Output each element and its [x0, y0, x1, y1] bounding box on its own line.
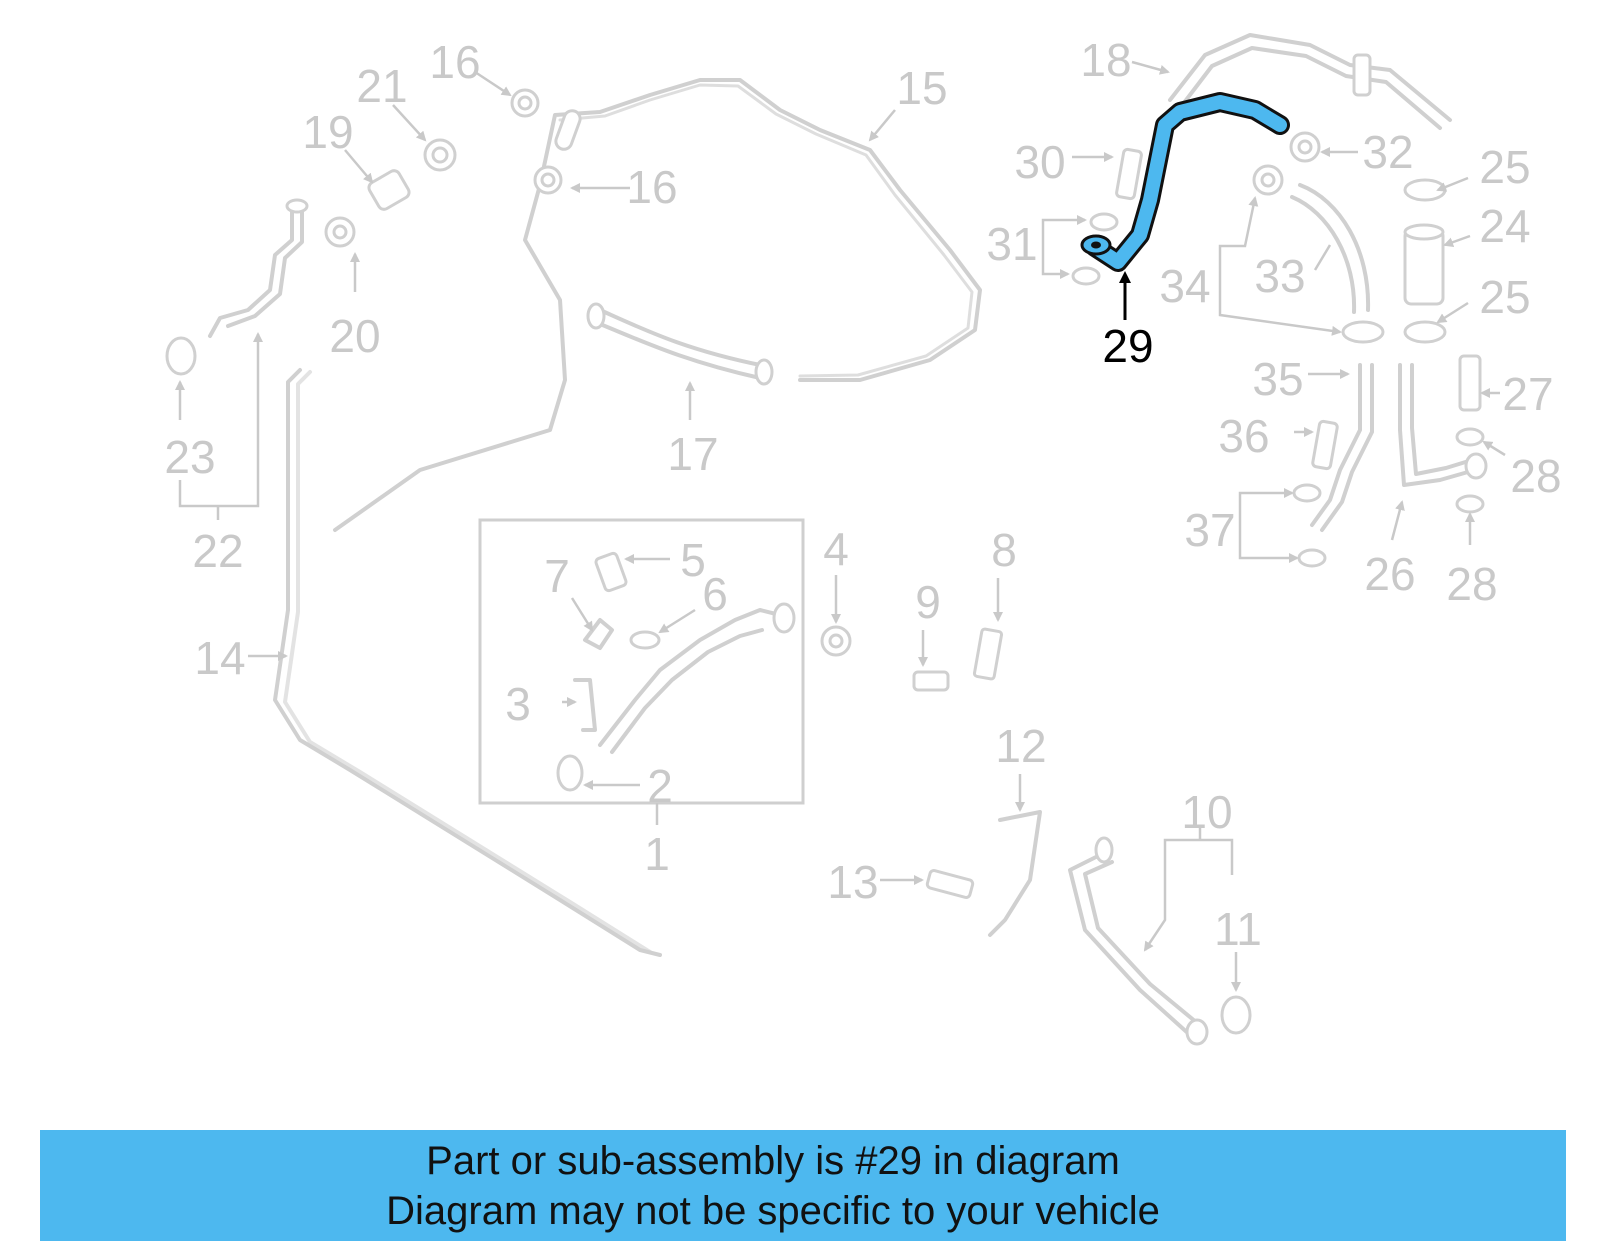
callout-2: 2	[647, 760, 673, 812]
callout-10: 10	[1181, 786, 1232, 838]
callout-21: 21	[356, 60, 407, 112]
callout-24: 24	[1479, 200, 1530, 252]
part-29-hose	[1080, 92, 1290, 272]
callout-8: 8	[991, 524, 1017, 576]
part-27-bolt	[1458, 354, 1482, 412]
callout-22: 22	[192, 525, 243, 577]
part-21-clamp	[423, 138, 457, 172]
callout-15: 15	[896, 62, 947, 114]
callout-37: 37	[1184, 504, 1235, 556]
part-22-fitting	[208, 206, 294, 338]
part-14-pipe	[273, 368, 662, 957]
leader-lines	[175, 60, 1506, 992]
callout-12: 12	[995, 720, 1046, 772]
callout-6: 6	[702, 568, 728, 620]
part-28-washer-a	[1455, 427, 1485, 447]
part-5-sensor	[594, 551, 628, 593]
part-32-clamp	[1289, 131, 1321, 163]
part-34-clamp	[1252, 164, 1284, 196]
callout-20: 20	[329, 310, 380, 362]
part-36-bolt	[1311, 419, 1339, 471]
part-12-bracket	[988, 810, 1042, 937]
callout-26: 26	[1364, 548, 1415, 600]
part-7-clip	[583, 618, 614, 650]
part-23-oring	[165, 336, 197, 376]
callout-17: 17	[667, 428, 718, 480]
part-26-pipe	[1398, 363, 1477, 487]
part-15-loop	[538, 78, 982, 382]
part-24-filter	[1403, 228, 1445, 306]
callout-18: 18	[1080, 34, 1131, 86]
part-33-hose	[1298, 183, 1371, 312]
info-banner: Part or sub-assembly is #29 in diagram D…	[40, 1130, 1566, 1241]
banner-line-2: Diagram may not be specific to your vehi…	[386, 1188, 1160, 1233]
part-28-washer-b	[1455, 494, 1485, 514]
part-1-hose	[598, 608, 782, 747]
callout-31: 31	[986, 218, 1037, 270]
parts-diagram: 1 2 3 4 5 6 7 8 9 10 11 12 13 14 15 16 1…	[164, 33, 1562, 1046]
callout-3: 3	[505, 678, 531, 730]
part-30-bolt	[1115, 147, 1143, 201]
part-35-pipe	[1310, 363, 1362, 527]
part-19-coupler	[367, 169, 411, 211]
part-16-clamp-a	[510, 88, 540, 118]
part-2-oring	[556, 754, 584, 792]
part-9-bolt	[912, 670, 950, 692]
part-11-oring	[1220, 995, 1252, 1035]
callout-28a: 28	[1510, 450, 1561, 502]
callout-27: 27	[1502, 368, 1553, 420]
ghost-parts	[165, 33, 1488, 1046]
callout-33: 33	[1254, 250, 1305, 302]
callout-9: 9	[915, 576, 941, 628]
callout-7: 7	[544, 550, 570, 602]
callout-25a: 25	[1479, 141, 1530, 193]
part-31-washer-b	[1071, 266, 1101, 286]
part-6-oring	[629, 630, 661, 650]
part-37-washer-a	[1292, 483, 1322, 503]
part-31-washer-a	[1089, 212, 1119, 232]
callout-28b: 28	[1446, 558, 1497, 610]
callout-34: 34	[1159, 260, 1210, 312]
callout-1: 1	[644, 828, 670, 880]
callout-14: 14	[194, 632, 245, 684]
callout-5: 5	[680, 534, 706, 586]
banner-line-1: Part or sub-assembly is #29 in diagram	[426, 1138, 1120, 1183]
callout-35: 35	[1252, 353, 1303, 405]
part-37-washer-b	[1297, 548, 1327, 568]
part-18-pipe	[1168, 33, 1452, 122]
part-8-bracket	[972, 627, 1004, 681]
part-13-bolt	[925, 869, 975, 899]
subassembly-1-box	[478, 518, 805, 805]
part-3-clip	[573, 678, 597, 732]
callout-4: 4	[823, 523, 849, 575]
part-16-clamp-b	[533, 165, 563, 195]
callout-30: 30	[1014, 136, 1065, 188]
callout-labels: 1 2 3 4 5 6 7 8 9 10 11 12 13 14 15 16 1…	[164, 34, 1561, 955]
part-14-upper	[333, 183, 567, 532]
callout-19: 19	[302, 106, 353, 158]
callout-32: 32	[1362, 126, 1413, 178]
part-4-clamp	[820, 625, 852, 657]
part-17-hose	[593, 320, 762, 380]
callout-29: 29	[1102, 320, 1153, 372]
part-20-clamp	[324, 216, 356, 248]
callout-36: 36	[1218, 410, 1269, 462]
callout-23: 23	[164, 431, 215, 483]
callout-16b: 16	[626, 161, 677, 213]
callout-25b: 25	[1479, 271, 1530, 323]
part-25-clamp-b	[1403, 320, 1447, 344]
callout-13: 13	[827, 856, 878, 908]
callout-16a: 16	[429, 36, 480, 88]
callout-11: 11	[1214, 903, 1262, 955]
part-10-pipe	[1068, 853, 1192, 1037]
